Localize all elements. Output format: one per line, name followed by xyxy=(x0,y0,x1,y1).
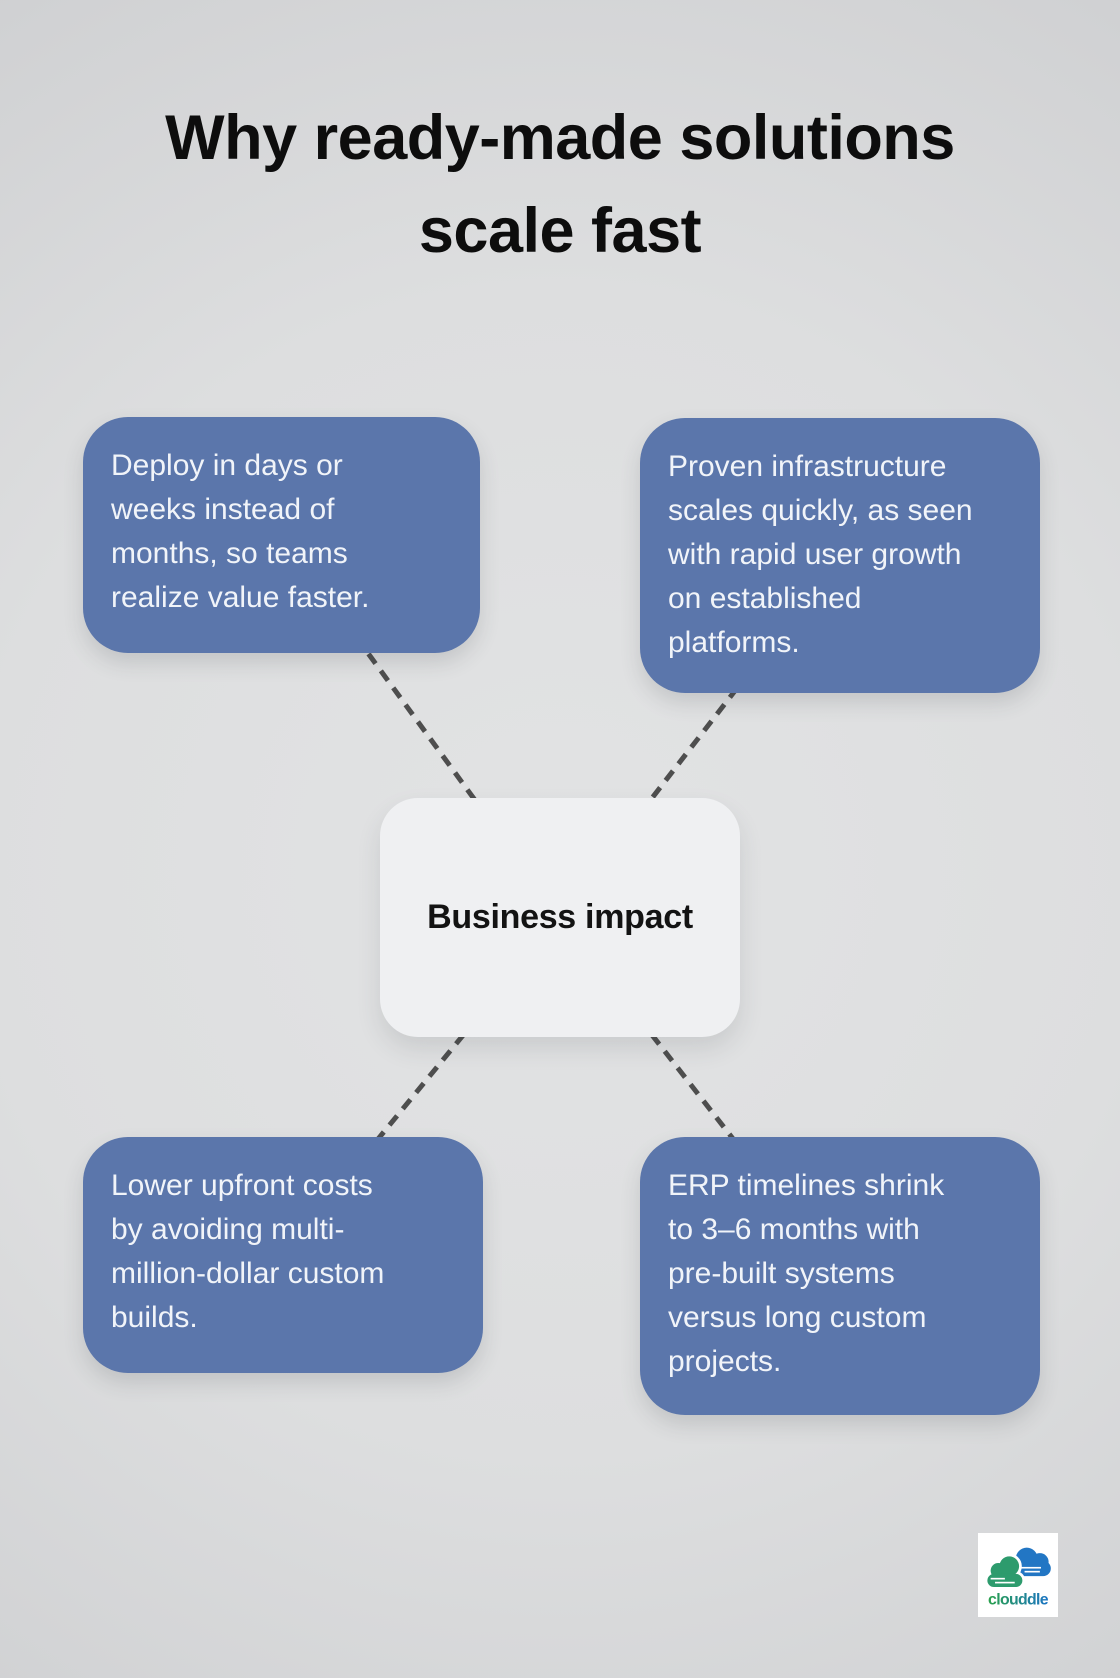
page-title: Why ready-made solutions scale fast xyxy=(0,92,1120,278)
connector-line-top-left xyxy=(279,533,563,919)
page-title-line2: scale fast xyxy=(418,196,702,266)
node-infrastructure: Proven infrastructure scales quickly, as… xyxy=(640,418,1040,693)
node-upfront-costs-text: Lower upfront costs by avoiding multi- m… xyxy=(111,1169,385,1334)
cloud-icon: clouddle xyxy=(984,1547,1051,1609)
page-title-line1: Why ready-made solutions xyxy=(165,103,955,173)
node-infrastructure-text: Proven infrastructure scales quickly, as… xyxy=(668,450,973,659)
cloud-left xyxy=(987,1556,1023,1588)
cloud-right xyxy=(1014,1547,1051,1577)
node-erp-timelines-text: ERP timelines shrink to 3–6 months with … xyxy=(668,1169,945,1378)
node-business-impact: Business impact xyxy=(380,798,740,1037)
node-erp-timelines: ERP timelines shrink to 3–6 months with … xyxy=(640,1137,1040,1415)
node-business-impact-label: Business impact xyxy=(427,898,693,936)
clouddle-logo: clouddle xyxy=(978,1533,1058,1617)
node-deploy-speed: Deploy in days or weeks instead of month… xyxy=(83,417,480,653)
logo-wordmark: clouddle xyxy=(988,1592,1049,1609)
node-upfront-costs: Lower upfront costs by avoiding multi- m… xyxy=(83,1137,483,1373)
cloud-wind-lines xyxy=(990,1566,1041,1584)
node-deploy-speed-text: Deploy in days or weeks instead of month… xyxy=(111,449,370,614)
